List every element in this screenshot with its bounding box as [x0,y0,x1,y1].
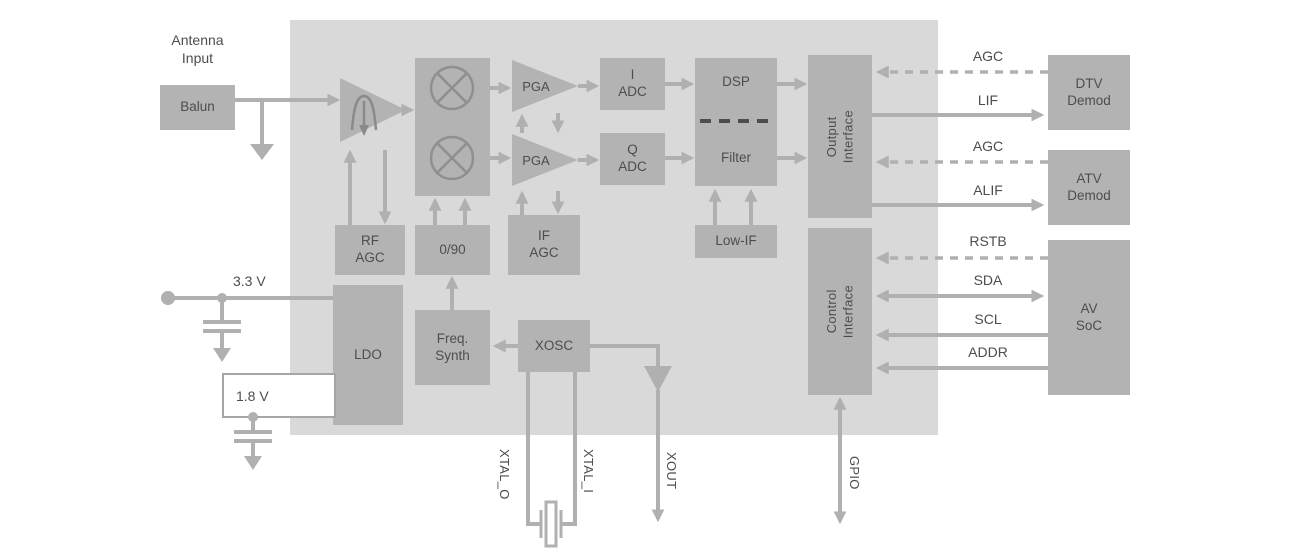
block-0-90-phase: 0/90 [415,225,490,275]
block-i-adc: I ADC [600,58,665,110]
block-filter-label: Filter [721,150,751,166]
supply-1v8-label: 1.8 V [236,387,269,404]
pin-label-xtal-o: XTAL_O [497,449,512,500]
signal-label-addr: ADDR [968,344,1008,360]
block-mixer [415,58,490,196]
block-q-adc: Q ADC [600,133,665,185]
signal-label-lif: LIF [977,92,999,108]
ground-icon-1v8 [244,456,262,470]
pin-label-gpio: GPIO [847,456,862,490]
block-ldo: LDO [333,285,403,425]
block-dsp-label: DSP [722,74,750,89]
block-low-if: Low-IF [695,225,777,258]
signal-label-rstb: RSTB [969,233,1007,249]
block-freq-synth: Freq. Synth [415,310,490,385]
block-rf-agc: RF AGC [335,225,405,275]
crystal-icon [539,500,563,548]
junction-dot [217,293,227,303]
supply-3v3-label: 3.3 V [233,273,266,289]
signal-label-agc-atv: AGC [972,138,1004,154]
block-dtv-demod: DTV Demod [1048,55,1130,130]
pin-label-xtal-i: XTAL_I [581,449,596,494]
signal-label-alif: ALIF [973,182,1003,198]
control-interface-label: Control Interface [823,284,855,339]
signal-label-agc-dtv: AGC [972,48,1004,64]
block-control-interface: Control Interface [808,228,872,395]
output-interface-label: Output Interface [823,109,855,164]
block-dsp-filter: DSP Filter [695,58,777,186]
ground-icon-3v3 [213,348,231,362]
pga2-label: PGA [522,153,550,168]
block-av-soc: AV SoC [1048,240,1130,395]
block-atv-demod: ATV Demod [1048,150,1130,225]
antenna-ground-icon [250,144,274,160]
pga1-label: PGA [522,79,550,94]
signal-label-scl: SCL [974,311,1002,327]
antenna-input-label: Antenna Input [171,32,224,66]
supply-terminal-dot [161,291,175,305]
pin-label-xout: XOUT [664,452,679,490]
supply-1v8-box: 1.8 V [222,373,336,418]
block-xosc: XOSC [518,320,590,372]
block-output-interface: Output Interface [808,55,872,218]
signal-label-sda: SDA [973,272,1003,288]
block-balun: Balun [160,85,235,130]
block-if-agc: IF AGC [508,215,580,275]
